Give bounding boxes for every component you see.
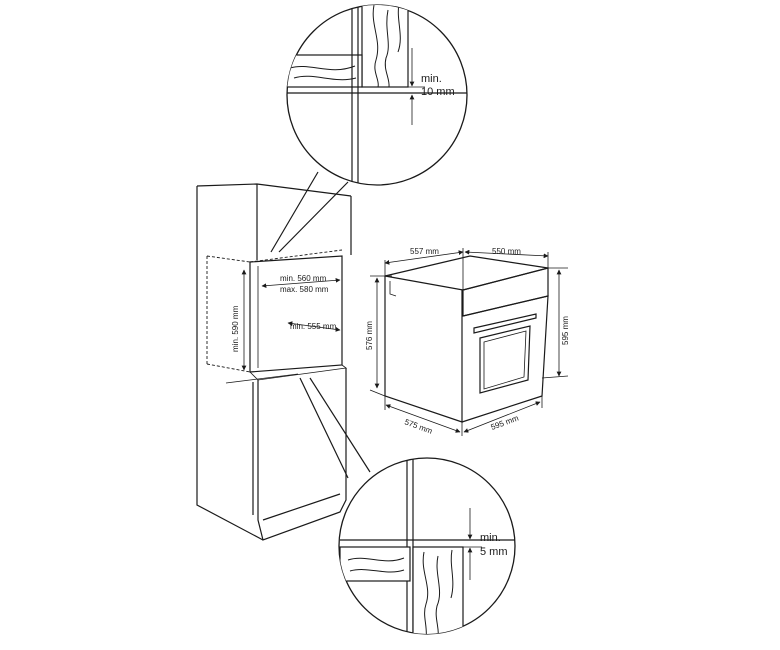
oven-side-height-label: 576 mm (365, 321, 374, 350)
cabinet-top-edge (196, 183, 352, 197)
oven-bottom-depth-label: 575 mm (403, 417, 434, 435)
oven-bottom-width-line (463, 401, 541, 433)
oven-drawing (384, 255, 549, 423)
oven-front-height-label: 595 mm (561, 316, 570, 345)
oven-depth-top-label: 557 mm (410, 247, 439, 256)
depth-dimension-line (287, 321, 341, 332)
width-dimension-line (261, 277, 341, 289)
bottom-gap-min-label: min. (480, 532, 501, 544)
oven-front-face (461, 295, 549, 423)
top-gap-value-label: 10 mm (421, 86, 455, 98)
hidden-line-back (249, 249, 343, 263)
oven-bottom-depth-line (385, 404, 461, 433)
oven-rear-bracket (389, 281, 397, 297)
niche-shelf (249, 364, 348, 381)
tall-cabinet (196, 183, 352, 541)
oven-door-window (479, 325, 531, 394)
top-leader-left (270, 171, 319, 253)
top-detail-callout: min. 10 mm (286, 4, 468, 186)
oven-dimensions: 557 mm 550 mm 576 mm 595 mm 575 mm 595 m… (365, 247, 570, 436)
cabinet-depth-label: min. 555 mm (290, 322, 337, 331)
cabinet-side-panel (196, 186, 264, 541)
callout-leaders (270, 171, 371, 479)
top-gap-min-label: min. (421, 73, 442, 85)
bottom-leader-right (309, 377, 371, 473)
bottom-detail-callout: min. 5 mm (338, 457, 516, 635)
oven-window-inner (483, 330, 527, 390)
cabinet-width-max-label: max. 580 mm (280, 285, 329, 294)
hidden-line-bottom (206, 363, 251, 373)
bottom-gap-value-label: 5 mm (480, 546, 508, 558)
cabinet-dimensions: min. 560 mm max. 580 mm min. 555 mm min.… (225, 269, 341, 384)
cabinet-plinth-line (262, 493, 341, 521)
oven-control-panel (462, 267, 549, 317)
height-extension-line (225, 373, 299, 384)
oven-door-handle (473, 313, 537, 334)
oven-side-face (384, 276, 463, 423)
oven-width-top-label: 550 mm (492, 247, 521, 256)
top-leader-right (278, 181, 349, 253)
bottom-leader-left (299, 377, 349, 479)
cabinet-lower-door (257, 368, 347, 541)
hidden-line-top (206, 255, 251, 263)
cabinet-height-label: min. 590 mm (231, 305, 240, 352)
oven-width-top-line (464, 249, 549, 259)
oven-depth-top-line (384, 250, 464, 265)
oven-top-face (384, 255, 549, 291)
cabinet-width-min-label: min. 560 mm (280, 274, 327, 283)
